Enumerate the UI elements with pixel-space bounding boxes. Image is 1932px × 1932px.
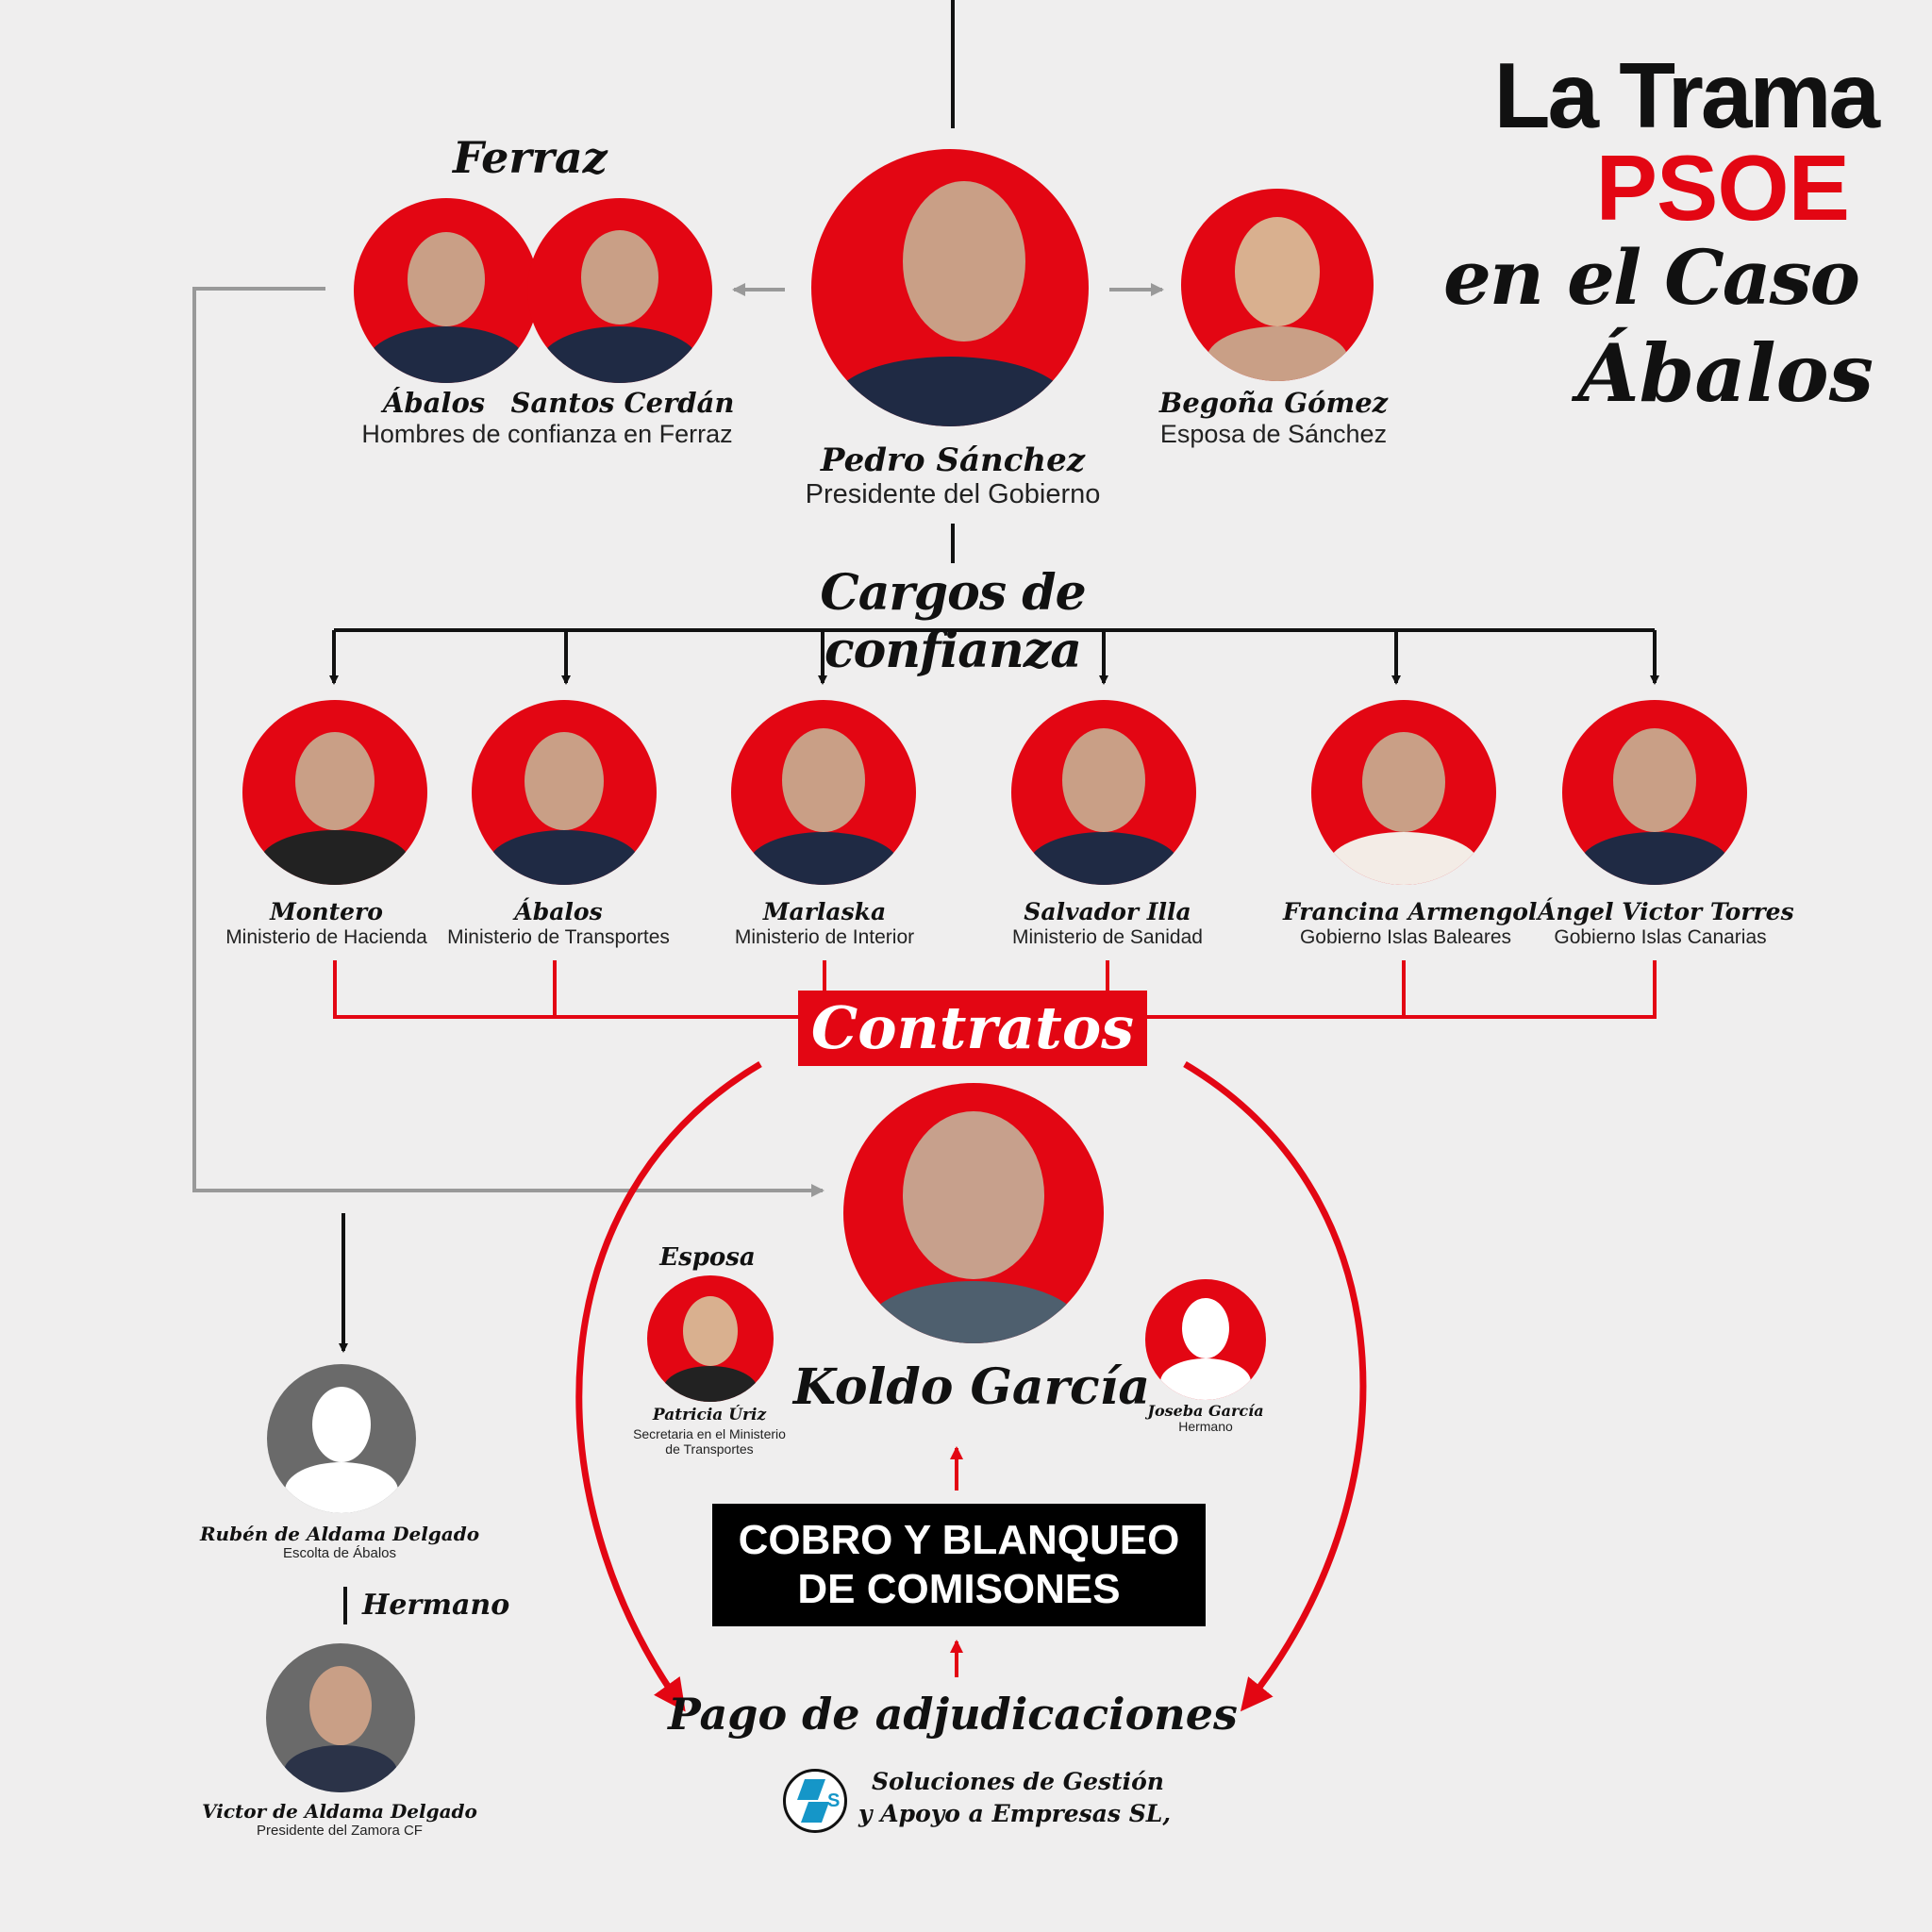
victor-role: Presidente del Zamora CF [257, 1823, 423, 1839]
joseba-name: Joseba García [1147, 1402, 1264, 1420]
ferraz-role: Hombres de confianza en Ferraz [361, 420, 733, 448]
pedro-sanchez-portrait [811, 149, 1089, 426]
montero-portrait [242, 700, 427, 885]
patricia-name: Patricia Úriz [652, 1406, 767, 1424]
cargo-role-abalos: Ministerio de Transportes [447, 926, 670, 948]
marlaska-portrait [731, 700, 916, 885]
cobro-line-1: COBRO Y BLANQUEO [738, 1517, 1180, 1563]
cargo-role-illa: Ministerio de Sanidad [1012, 926, 1203, 948]
patricia-role-line-1: Secretaria en el Ministerio [633, 1426, 786, 1441]
president-name: Pedro Sánchez [820, 441, 1086, 479]
patricia-role-line-2: de Transportes [665, 1441, 754, 1457]
victor-portrait [266, 1643, 415, 1792]
ruben-portrait [267, 1364, 416, 1513]
angel-victor-torres-portrait [1562, 700, 1747, 885]
santos-cerdan-portrait [527, 198, 712, 383]
cargo-name-abalos: Ábalos [514, 898, 603, 925]
begona-gomez-portrait [1181, 189, 1374, 381]
cargos-label: Cargos de confianza [820, 564, 1086, 679]
company-line-2: y Apoyo a Empresas SL, [858, 1800, 1172, 1827]
koldo-garcia-portrait [843, 1083, 1104, 1343]
hermano-label: Hermano [362, 1589, 510, 1622]
cobro-box [712, 1504, 1206, 1626]
contratos-box: Contratos [798, 991, 1147, 1066]
company-line-1: Soluciones de Gestión [872, 1768, 1164, 1795]
cargo-name-illa: Salvador Illa [1024, 898, 1191, 925]
ruben-name: Rubén de Aldama Delgado [199, 1523, 480, 1545]
company-logo-icon: S [783, 1769, 847, 1833]
cobro-line-2: DE COMISONES [797, 1566, 1121, 1612]
title-line-4: Ábalos [1577, 326, 1874, 420]
joseba-garcia-portrait [1145, 1279, 1266, 1400]
francina-armengol-portrait [1311, 700, 1496, 885]
left-red-curve [575, 1060, 762, 1712]
cargo-role-montero: Ministerio de Hacienda [225, 926, 427, 948]
abalos-ferraz-portrait [354, 198, 539, 383]
ferraz-person-1-name: Ábalos [382, 387, 486, 419]
title-line-2: PSOE [1595, 136, 1850, 240]
joseba-role: Hermano [1178, 1419, 1233, 1434]
ferraz-person-2-name: Santos Cerdán [510, 387, 735, 419]
spouse-role: Esposa de Sánchez [1159, 420, 1388, 448]
title-line-1: La Trama [1493, 43, 1880, 147]
company-logo-letter: S [827, 1790, 841, 1811]
cargo-role-torres: Gobierno Islas Canarias [1554, 926, 1767, 948]
title-line-3: en el Caso [1443, 233, 1860, 322]
koldo-name: Koldo García [792, 1358, 1151, 1416]
salvador-illa-portrait [1011, 700, 1196, 885]
spouse-name: Begoña Gómez [1158, 387, 1389, 419]
abalos-portrait [472, 700, 657, 885]
right-red-curve [1183, 1060, 1367, 1712]
ferraz-to-koldo-connector [192, 287, 824, 1197]
pago-label: Pago de adjudicaciones [668, 1689, 1238, 1740]
cargo-name-torres: Ángel Victor Torres [1538, 898, 1794, 925]
cargo-role-armengol: Gobierno Islas Baleares [1299, 926, 1512, 948]
cargo-name-montero: Montero [270, 898, 383, 925]
victor-name: Victor de Aldama Delgado [202, 1800, 477, 1823]
ruben-role: Escolta de Ábalos [282, 1545, 397, 1561]
ferraz-label: Ferraz [453, 132, 608, 183]
president-role: Presidente del Gobierno [805, 479, 1101, 509]
cargo-role-marlaska: Ministerio de Interior [734, 926, 915, 948]
cargo-name-armengol: Francina Armengol [1283, 898, 1538, 925]
cargo-name-marlaska: Marlaska [762, 898, 887, 925]
patricia-uriz-portrait [647, 1275, 774, 1402]
esposa-label: Esposa [659, 1243, 756, 1272]
